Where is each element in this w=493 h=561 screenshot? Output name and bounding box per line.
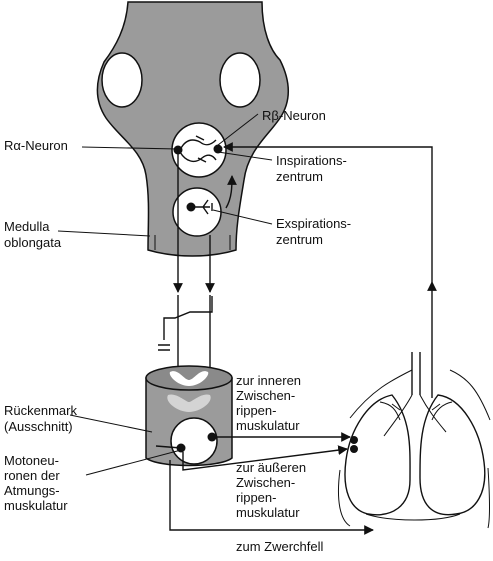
label-outer-line3: rippen- — [236, 490, 276, 505]
label-outer-line1: zur äußeren — [236, 460, 306, 475]
pons-hole-left — [101, 52, 143, 108]
label-expiration-line1: Exspirations- — [276, 216, 351, 231]
label-moto-line3: Atmungs- — [4, 483, 60, 498]
label-spinal-line1: Rückenmark — [4, 403, 77, 418]
r-beta-neuron-dot — [213, 144, 223, 154]
label-spinal-line2: (Ausschnitt) — [4, 419, 73, 434]
label-inner-line1: zur inneren — [236, 373, 301, 388]
label-outer-line2: Zwischen- — [236, 475, 295, 490]
label-r-beta-neuron: Rβ-Neuron — [262, 108, 326, 123]
label-inspiration-line1: Inspirations- — [276, 153, 347, 168]
label-inner-line4: muskulatur — [236, 418, 300, 433]
efferent-pathways — [169, 432, 374, 535]
labels: Rα-Neuron Rβ-Neuron Inspirations- zentru… — [4, 108, 351, 554]
label-inner-line3: rippen- — [236, 403, 276, 418]
label-medulla-line1: Medulla — [4, 219, 50, 234]
label-r-alpha-neuron: Rα-Neuron — [4, 138, 68, 153]
spinal-cord — [145, 365, 233, 467]
label-outer-line4: muskulatur — [236, 505, 300, 520]
leader-lines — [57, 113, 273, 476]
afferent-pathway — [223, 142, 437, 398]
label-expiration-line2: zentrum — [276, 232, 323, 247]
inspiration-center — [171, 122, 227, 178]
expiration-center — [172, 187, 222, 237]
pons-hole-right — [219, 52, 261, 108]
label-diaphragm: zum Zwerchfell — [236, 539, 324, 554]
label-moto-line1: Motoneu- — [4, 453, 59, 468]
label-moto-line4: muskulatur — [4, 498, 68, 513]
lungs — [337, 352, 491, 529]
label-moto-line2: ronen der — [4, 468, 60, 483]
label-medulla-line2: oblongata — [4, 235, 62, 250]
label-inner-line2: Zwischen- — [236, 388, 295, 403]
label-inspiration-line2: zentrum — [276, 169, 323, 184]
